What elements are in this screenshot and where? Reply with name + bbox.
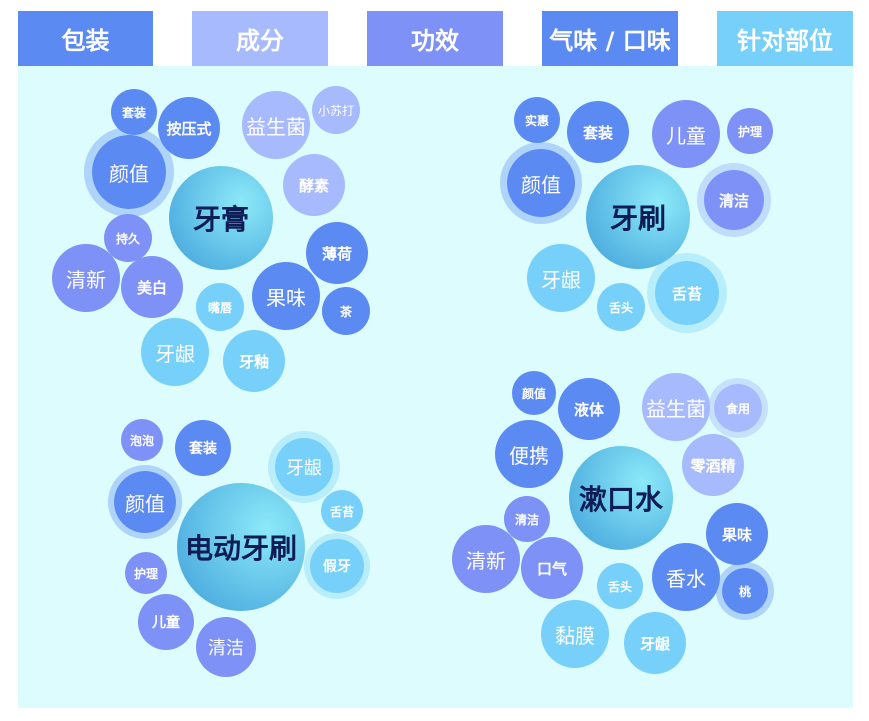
bubble-toothpaste-probiotics: 益生菌 bbox=[242, 91, 310, 159]
bubble-toothpaste-tea: 茶 bbox=[322, 287, 370, 335]
bubble-toothpaste-fresh: 清新 bbox=[52, 244, 120, 312]
bubble-toothpaste-pump: 按压式 bbox=[158, 97, 220, 159]
bubble-mouthwash-breath: 口气 bbox=[521, 537, 583, 599]
bubble-toothbrush-gums: 牙龈 bbox=[527, 244, 595, 312]
bubble-electric-tongue-coating: 舌苔 bbox=[321, 490, 363, 532]
bubble-electric-care: 护理 bbox=[125, 552, 167, 594]
bubble-toothbrush-looks: 颜值 bbox=[500, 142, 582, 224]
bubble-toothbrush-value: 实惠 bbox=[514, 97, 560, 143]
tab-flavor[interactable]: 气味 / 口味 bbox=[542, 11, 678, 66]
bubble-electric-clean: 清洁 bbox=[196, 617, 256, 677]
bubble-toothpaste-enzyme: 酵素 bbox=[283, 154, 345, 216]
bubble-toothpaste-enamel: 牙釉 bbox=[223, 330, 285, 392]
bubble-mouthwash-peach: 桃 bbox=[716, 562, 774, 620]
bubble-toothbrush-kids: 儿童 bbox=[652, 100, 720, 168]
bubble-toothbrush-tongue-coating: 舌苔 bbox=[647, 253, 727, 333]
tab-effect[interactable]: 功效 bbox=[367, 11, 503, 66]
bubble-mouthwash-mucosa: 黏膜 bbox=[541, 600, 609, 668]
bubble-electric-looks: 颜值 bbox=[108, 465, 182, 539]
bubble-toothbrush-care: 护理 bbox=[727, 108, 773, 154]
bubble-mouthwash-perfume: 香水 bbox=[652, 543, 720, 611]
bubble-mouthwash-fruit: 果味 bbox=[706, 503, 768, 565]
bubble-mouthwash-fresh: 清新 bbox=[452, 525, 520, 593]
bubble-toothpaste-fruit: 果味 bbox=[252, 262, 320, 330]
center-bubble-mouthwash: 漱口水 bbox=[569, 446, 673, 550]
center-bubble-toothbrush: 牙刷 bbox=[586, 165, 690, 269]
bubble-toothpaste-lips: 嘴唇 bbox=[196, 283, 244, 331]
tab-packaging[interactable]: 包装 bbox=[18, 11, 153, 66]
center-bubble-electric-toothbrush: 电动牙刷 bbox=[177, 483, 305, 611]
bubble-mouthwash-edible: 食用 bbox=[708, 378, 768, 438]
bubble-toothpaste-baking-soda: 小苏打 bbox=[312, 86, 360, 134]
bubble-mouthwash-portable: 便携 bbox=[495, 420, 563, 488]
bubble-mouthwash-alcohol-free: 零酒精 bbox=[682, 434, 744, 496]
bubble-electric-gums: 牙龈 bbox=[268, 431, 340, 503]
tab-body-part[interactable]: 针对部位 bbox=[717, 11, 853, 66]
bubble-mouthwash-liquid: 液体 bbox=[558, 378, 620, 440]
bubble-electric-dentures: 假牙 bbox=[304, 533, 370, 599]
bubble-electric-bubbles: 泡泡 bbox=[121, 419, 163, 461]
bubble-mouthwash-gums: 牙龈 bbox=[624, 612, 686, 674]
bubble-toothpaste-gums: 牙龈 bbox=[141, 318, 209, 386]
bubble-mouthwash-tongue: 舌头 bbox=[597, 563, 643, 609]
bubble-toothbrush-set: 套装 bbox=[567, 101, 629, 163]
bubble-toothbrush-clean: 清洁 bbox=[697, 163, 771, 237]
tab-ingredient[interactable]: 成分 bbox=[192, 11, 328, 66]
bubble-mouthwash-looks: 颜值 bbox=[512, 371, 556, 415]
bubble-toothpaste-whitening: 美白 bbox=[121, 256, 183, 318]
bubble-mouthwash-clean: 清洁 bbox=[504, 496, 550, 542]
bubble-toothbrush-tongue: 舌头 bbox=[597, 283, 645, 331]
panel-bottom-edge bbox=[18, 704, 853, 707]
bubble-toothpaste-looks: 颜值 bbox=[84, 127, 174, 217]
bubble-toothpaste-lasting: 持久 bbox=[104, 214, 152, 262]
bubble-electric-set: 套装 bbox=[175, 420, 231, 476]
center-bubble-toothpaste: 牙膏 bbox=[169, 166, 273, 270]
bubble-mouthwash-probiotics: 益生菌 bbox=[642, 373, 710, 441]
bubble-electric-kids: 儿童 bbox=[138, 594, 194, 650]
bubble-toothpaste-mint: 薄荷 bbox=[306, 222, 368, 284]
